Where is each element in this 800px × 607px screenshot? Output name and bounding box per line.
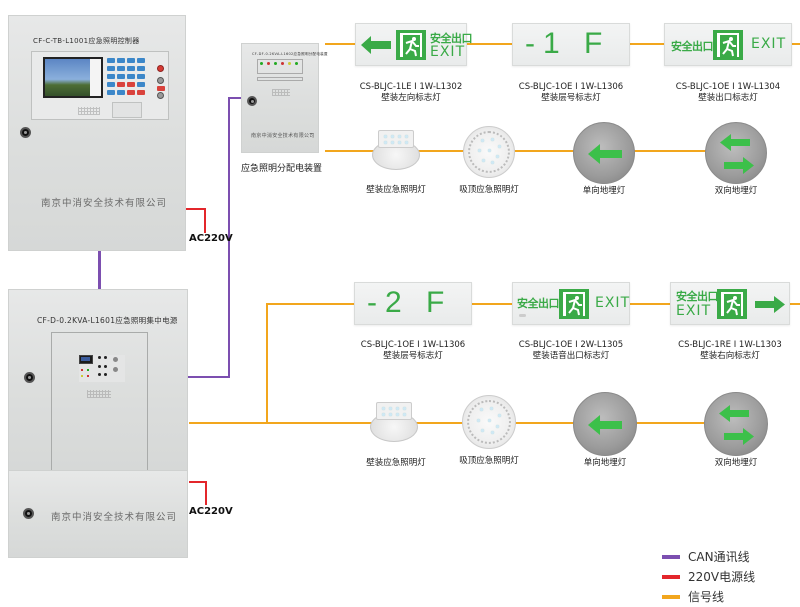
sign-label: CS-BLJC-1RE I 1W-L1303 壁装右向标志灯 xyxy=(678,340,782,361)
sign-left-direction[interactable]: 安全出口 EXIT xyxy=(355,23,473,66)
sign-floor-number[interactable]: -2 F xyxy=(354,282,472,325)
lamp-label: 吸顶应急照明灯 xyxy=(459,185,519,195)
distribution-model-title: CF-DF-0.2KVA-L1602应急照明分配电装置 xyxy=(252,52,328,56)
speaker-grill xyxy=(272,89,290,96)
distribution-company: 南京中消安全技术有限公司 xyxy=(251,133,315,139)
arrow-left-icon xyxy=(588,415,622,435)
wall-emergency-lamp[interactable] xyxy=(372,128,420,170)
arrow-right-icon xyxy=(755,296,785,313)
lock-icon xyxy=(247,96,257,106)
arrow-left-icon xyxy=(719,405,749,422)
running-man-icon xyxy=(396,30,426,60)
legend-item-can: CAN通讯线 xyxy=(662,548,750,565)
lock-icon xyxy=(23,508,34,519)
floor-number-text: -2 F xyxy=(367,286,453,319)
lamp-label: 双向地埋灯 xyxy=(714,186,758,196)
lamp-label: 吸顶应急照明灯 xyxy=(459,456,519,466)
lamp-label: 单向地埋灯 xyxy=(582,186,626,196)
exit-cn-text: 安全出口 xyxy=(671,40,714,53)
sign-exit[interactable]: 安全出口 EXIT xyxy=(664,23,792,66)
sign-right-direction[interactable]: 安全出口 EXIT xyxy=(670,282,790,325)
sign-floor-number[interactable]: -1 F xyxy=(512,23,630,66)
running-man-icon xyxy=(717,289,747,319)
floor-number-text: -1 F xyxy=(525,27,611,60)
legend-item-220v: 220V电源线 xyxy=(662,568,755,585)
lamp-label: 单向地埋灯 xyxy=(583,458,627,468)
arrow-right-icon xyxy=(724,157,754,174)
speaker-grill xyxy=(87,390,111,398)
exit-cn-text: 安全出口 xyxy=(430,32,473,45)
legend-swatch-signal xyxy=(662,594,680,599)
single-direction-floor-lamp[interactable] xyxy=(573,392,637,456)
arrow-right-icon xyxy=(724,428,754,445)
legend-swatch-can xyxy=(662,554,680,559)
controller-company: 南京中消安全技术有限公司 xyxy=(41,198,168,209)
wall-emergency-lamp[interactable] xyxy=(370,400,418,442)
sign-label: CS-BLJC-1OE I 1W-L1304 壁装出口标志灯 xyxy=(675,82,781,103)
lamp-label: 双向地埋灯 xyxy=(714,458,758,468)
arrow-left-icon xyxy=(720,134,750,151)
controller-display[interactable] xyxy=(43,57,103,98)
power-supply-model-title: CF-D-0.2KVA-L1601应急照明集中电源 xyxy=(37,316,178,325)
lock-icon xyxy=(24,372,35,383)
running-man-icon xyxy=(713,30,743,60)
printer-slot xyxy=(112,102,142,118)
can-line-power-to-distribution xyxy=(228,97,230,378)
power-supply-company: 南京中消安全技术有限公司 xyxy=(51,512,178,523)
power-line-controller xyxy=(204,208,206,233)
controller-model-title: CF-C-TB-L1001应急照明控制器 xyxy=(33,37,140,45)
power-line-supply xyxy=(205,481,207,505)
signal-line-top-lamps xyxy=(325,150,755,152)
exit-cn-text: 安全出口 xyxy=(676,290,719,303)
sign-label: CS-BLJC-1OE I 1W-L1306 壁装层号标志灯 xyxy=(518,82,624,103)
ceiling-emergency-lamp[interactable] xyxy=(463,126,515,178)
can-line-power-to-distribution xyxy=(187,376,230,378)
controller-panel xyxy=(31,51,169,120)
double-direction-floor-lamp[interactable] xyxy=(705,122,767,184)
distribution-caption: 应急照明分配电装置 xyxy=(241,164,323,174)
power-line-controller xyxy=(186,208,206,210)
legend-item-signal: 信号线 xyxy=(662,588,724,605)
exit-en-text: EXIT xyxy=(595,295,631,311)
power-line-supply xyxy=(189,481,207,483)
arrow-left-icon xyxy=(361,36,391,54)
exit-en-text: EXIT xyxy=(751,36,787,52)
sign-label: CS-BLJC-1OE I 1W-L1306 壁装层号标志灯 xyxy=(360,340,466,361)
centralized-power-supply: CF-D-0.2KVA-L1601应急照明集中电源 xyxy=(8,289,188,472)
lamp-label: 壁装应急照明灯 xyxy=(366,185,426,195)
distribution-box: CF-DF-0.2KVA-L1602应急照明分配电装置 南京中消安全技术有限公司 xyxy=(241,43,327,153)
legend-label: 220V电源线 xyxy=(688,570,756,584)
sign-voice-exit[interactable]: 安全出口 EXIT xyxy=(512,282,630,325)
legend-label: CAN通讯线 xyxy=(688,550,750,564)
legend-label: 信号线 xyxy=(688,590,725,604)
exit-en-text: EXIT xyxy=(676,303,712,319)
ac220v-label-controller: AC220V xyxy=(189,233,233,244)
lock-icon xyxy=(20,127,31,138)
sign-label: CS-BLJC-1OE I 2W-L1305 壁装语音出口标志灯 xyxy=(518,340,624,361)
can-line-power-to-distribution xyxy=(228,97,246,99)
exit-cn-text: 安全出口 xyxy=(517,297,560,310)
ac220v-label-power-supply: AC220V xyxy=(189,506,233,517)
cabinet-door xyxy=(51,332,148,472)
single-direction-floor-lamp[interactable] xyxy=(573,122,635,184)
signal-line-branch xyxy=(266,303,268,423)
can-line-controller-to-power xyxy=(98,250,101,290)
power-supply-panel xyxy=(79,355,125,382)
power-supply-lower-compartment: 南京中消安全技术有限公司 xyxy=(8,470,188,558)
sign-label: CS-BLJC-1LE I 1W-L1302 壁装左向标志灯 xyxy=(359,82,463,103)
legend-swatch-220v xyxy=(662,574,680,579)
arrow-left-icon xyxy=(588,144,622,164)
exit-en-text: EXIT xyxy=(430,44,466,60)
double-direction-floor-lamp[interactable] xyxy=(704,392,768,456)
ceiling-emergency-lamp[interactable] xyxy=(462,395,516,449)
speaker-grill xyxy=(78,107,100,115)
running-man-icon xyxy=(559,289,589,319)
emergency-lighting-controller: CF-C-TB-L1001应急照明控制器 南京中消安全技术有限公司 xyxy=(8,15,186,251)
lamp-label: 壁装应急照明灯 xyxy=(366,458,426,468)
